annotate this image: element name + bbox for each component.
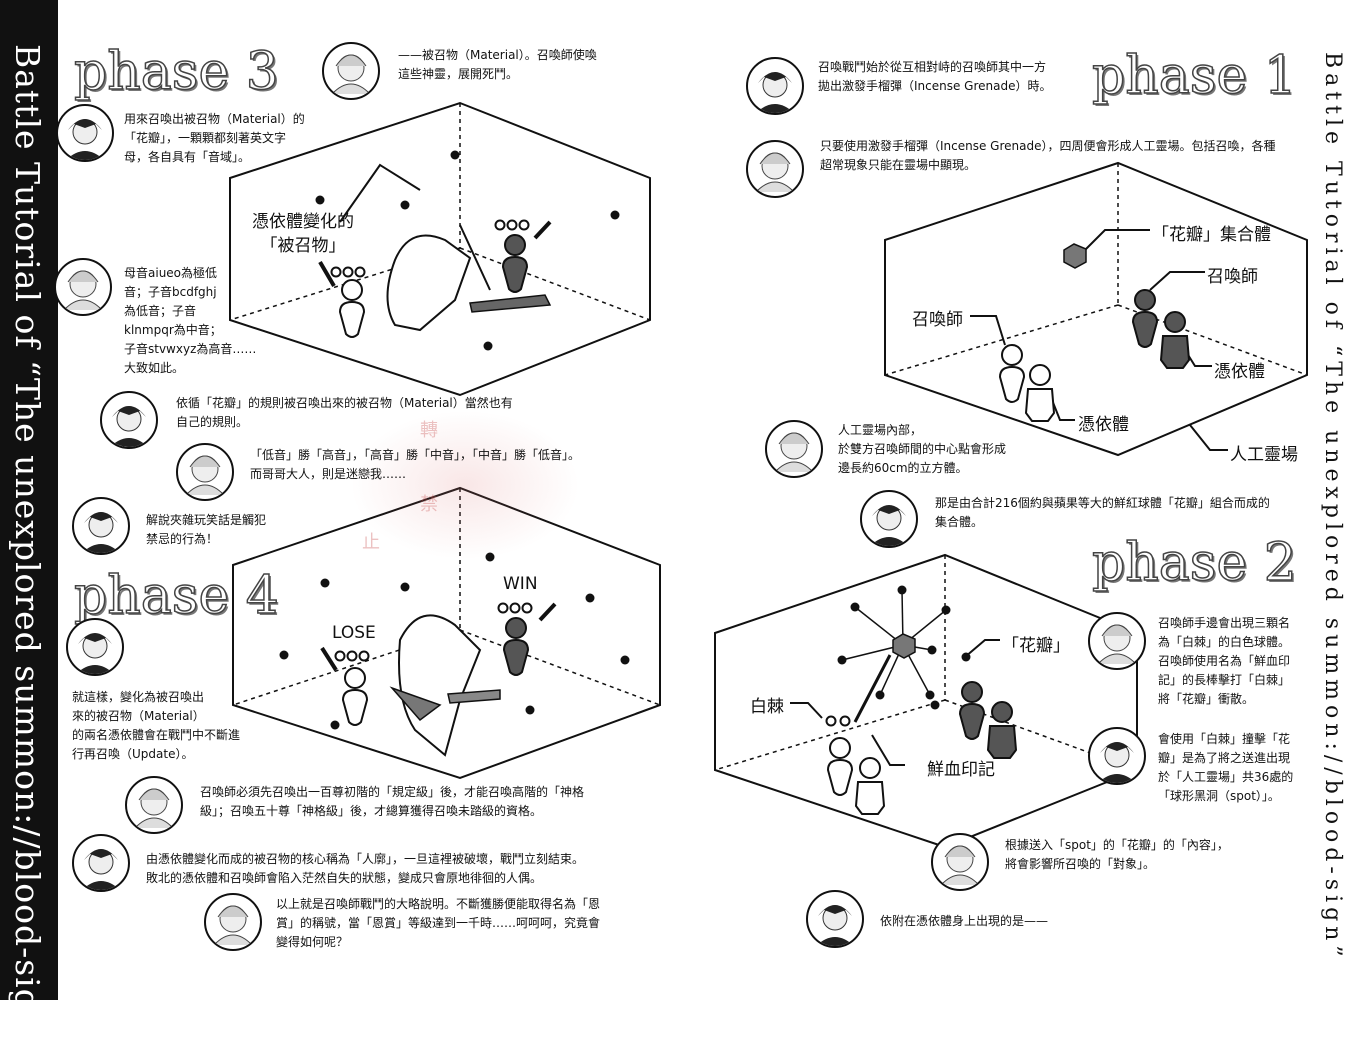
girl-avatar-icon	[176, 443, 234, 501]
phase4-diagram	[232, 486, 661, 780]
right-spine-title: Battle Tutorial of “The unexplored summo…	[1320, 52, 1345, 962]
phase1-title: phase 1	[1091, 45, 1297, 107]
watermark-stamp: 轉 禁 止	[350, 410, 580, 560]
girl-avatar-icon	[204, 893, 262, 951]
phase3-title: phase 3	[73, 41, 279, 103]
boy-avatar-icon	[72, 497, 130, 555]
girl-avatar-icon	[54, 258, 112, 316]
boy-avatar-icon	[806, 890, 864, 948]
phase3-ghost	[386, 234, 472, 332]
phase1-summoner-left-label: 召喚師	[912, 310, 963, 330]
girl-avatar-icon	[931, 833, 989, 891]
dialogue-text: 依附在憑依體身上出現的是——	[880, 914, 1049, 928]
boy-avatar-icon	[56, 104, 114, 162]
girl-avatar-icon	[322, 42, 380, 100]
boy-avatar-icon	[746, 57, 804, 115]
phase1-cluster-label: 「花瓣」集合體	[1152, 225, 1271, 245]
boy-avatar-icon	[66, 618, 124, 676]
dialogue-text: 會使用「白棘」撞擊「花 瓣」是為了將之送進出現 於「人工靈場」共36處的 「球形…	[1158, 732, 1294, 803]
left-spine-title: Battle Tutorial of “The unexplored summo…	[8, 44, 47, 1051]
girl-avatar-icon	[746, 140, 804, 198]
phase4-title: phase 4	[73, 565, 279, 627]
dialogue-text: 那是由合計216個約與蘋果等大的鮮紅球體「花瓣」組合而成的 集合體。	[935, 496, 1270, 529]
boy-avatar-icon	[72, 834, 130, 892]
phase4-lose-label: LOSE	[332, 623, 376, 643]
boy-avatar-icon	[1088, 727, 1146, 785]
dialogue-text: 人工靈場內部， 於雙方召喚師間的中心點會形成 邊長約60cm的立方體。	[838, 423, 1007, 475]
phase1-medium-left-label: 憑依體	[1078, 415, 1129, 435]
phase2-bloodsign-label: 鮮血印記	[927, 760, 995, 780]
left-spine	[0, 0, 58, 1000]
phase1-diagram	[884, 161, 1308, 457]
boy-avatar-icon	[860, 490, 918, 548]
phase1-cube	[1063, 243, 1087, 269]
phase4-ghost	[398, 614, 482, 757]
phase2-thorn-label: 白棘	[750, 697, 784, 717]
girl-avatar-icon	[1088, 612, 1146, 670]
dialogue-text: 召喚師必須先召喚出一百尊初階的「規定級」後，才能召喚高階的「神格 級」；召喚五十…	[200, 785, 585, 818]
phase1-medium-right-label: 憑依體	[1214, 362, 1265, 382]
phase2-petal-label: 「花瓣」	[1002, 636, 1070, 656]
diagrams-layer	[229, 101, 1308, 849]
phase1-summoner-right-label: 召喚師	[1207, 267, 1258, 287]
dialogue-text: ——被召物（Material）。召喚師使喚 這些神靈，展開死鬥。	[398, 48, 597, 81]
phase3-summoned-label: 憑依體變化的 「被召物」	[252, 212, 354, 256]
dialogue-text: 解說夾雜玩笑話是觸犯 禁忌的行為！	[146, 513, 267, 546]
girl-avatar-icon	[125, 776, 183, 834]
dialogue-text: 召喚師手邊會出現三顆名 為「白棘」的白色球體。 召喚師使用名為「鮮血印 記」的長…	[1158, 616, 1291, 706]
boy-avatar-icon	[100, 391, 158, 449]
dialogue-text: 召喚戰鬥始於從互相對峙的召喚師其中一方 拋出激發手榴彈（Incense Gren…	[818, 60, 1052, 93]
dialogue-text: 由憑依體變化而成的被召物的核心稱為「人廓」，一旦這裡被破壞，戰鬥立刻結束。 敗北…	[146, 852, 585, 885]
dialogue-text: 以上就是召喚師戰鬥的大略說明。不斷獲勝便能取得名為「恩 賞」的稱號，當「恩賞」等…	[276, 897, 601, 949]
manga-spread: Battle Tutorial of “The unexplored summo…	[0, 0, 1345, 1000]
dialogue-text: 「低音」勝「高音」，「高音」勝「中音」，「中音」勝「低音」。 而哥哥大人，則是迷…	[250, 448, 581, 481]
dialogue-text: 依循「花瓣」的規則被召喚出來的被召物（Material）當然也有 自己的規則。	[176, 396, 513, 429]
phase4-win-label: WIN	[503, 574, 538, 594]
dialogue-text: 根據送入「spot」的「花瓣」的「內容」， 將會影響所召喚的「對象」。	[1005, 838, 1229, 871]
dialogue-text: 就這樣，變化為被召喚出 來的被召物（Material） 的兩名憑依體會在戰鬥中不…	[72, 690, 241, 761]
dialogue-text: 母音aiueo為極低 音；子音bcdfghj 為低音；子音 klnmpqr為中音…	[124, 266, 257, 375]
dialogue-text: 用來召喚出被召物（Material）的 「花瓣」，一顆顆都刻著英文字 母，各自具…	[124, 112, 305, 164]
phase1-field-label: 人工靈場	[1230, 445, 1298, 465]
girl-avatar-icon	[765, 420, 823, 478]
phase2-title: phase 2	[1091, 532, 1297, 594]
dialogue-text: 只要使用激發手榴彈（Incense Grenade），四周便會形成人工靈場。包括…	[820, 139, 1276, 172]
